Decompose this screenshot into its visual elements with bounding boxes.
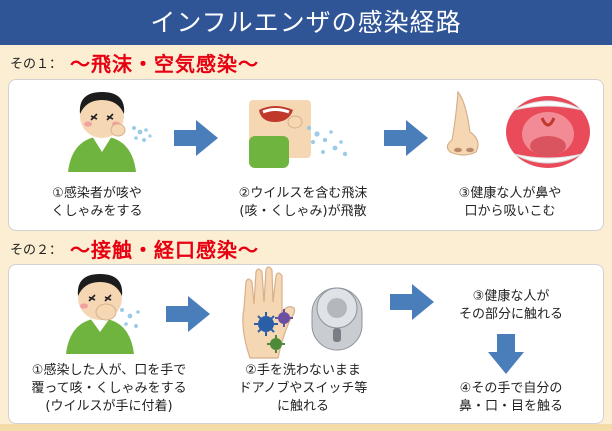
nose-and-mouth-illustration bbox=[446, 90, 590, 168]
spray-droplets-illustration bbox=[249, 100, 348, 168]
footer-band bbox=[0, 424, 612, 431]
section2-step4-caption: ④その手で自分の 鼻・口・目を触る bbox=[458, 381, 563, 414]
section1-header: その１： 〜飛沫・空気感染〜 bbox=[8, 47, 604, 77]
section1-step1-caption: ①感染者が咳や くしゃみをする bbox=[51, 186, 143, 219]
section2-number: その２： bbox=[10, 242, 63, 258]
arrow-right-icon bbox=[174, 120, 218, 156]
section1-step3-caption: ③健康な人が鼻や 口から吸いこむ bbox=[458, 186, 562, 219]
section2-name: 〜接触・経口感染〜 bbox=[70, 237, 259, 262]
nose-icon bbox=[446, 90, 479, 156]
section2-step2-caption: ②手を洗わないまま ドアノブやスイッチ等 に触れる bbox=[238, 363, 368, 414]
page-title: インフルエンザの感染経路 bbox=[0, 0, 612, 45]
arrow-right-icon bbox=[166, 296, 210, 332]
virus-icon bbox=[267, 335, 285, 353]
open-mouth-icon bbox=[506, 96, 590, 168]
virus-icon bbox=[254, 312, 278, 336]
section1-number: その１： bbox=[10, 56, 63, 72]
arrow-down-icon bbox=[488, 334, 524, 374]
section2-step3-caption: ③健康な人が その部分に触れる bbox=[458, 289, 563, 322]
hand-icon bbox=[242, 266, 296, 359]
section1-step2-caption: ②ウイルスを含む飛沫 (咳・くしゃみ)が飛散 bbox=[238, 186, 368, 219]
virus-icon bbox=[275, 309, 293, 327]
doorknob-icon bbox=[311, 287, 363, 351]
arrow-right-icon bbox=[384, 120, 428, 156]
hand-virus-doorknob-illustration bbox=[242, 266, 363, 359]
arrow-right-icon bbox=[390, 284, 434, 320]
section2-step1-caption: ①感染した人が、口を手で 覆って咳・くしゃみをする (ウイルスが手に付着) bbox=[31, 363, 187, 414]
coughing-person-illustration bbox=[68, 92, 152, 172]
section2-header: その２： 〜接触・経口感染〜 bbox=[8, 233, 604, 263]
covering-mouth-person-illustration bbox=[66, 274, 140, 354]
section1-name: 〜飛沫・空気感染〜 bbox=[70, 51, 259, 76]
